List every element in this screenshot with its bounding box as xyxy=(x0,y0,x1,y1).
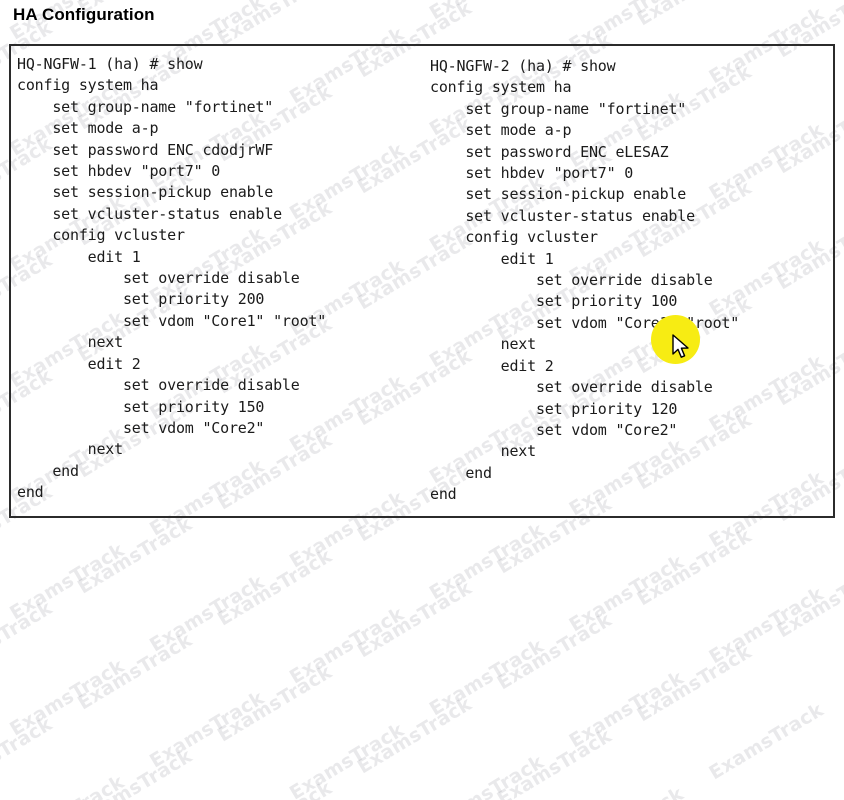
watermark-text: ExamsTrack xyxy=(0,756,137,800)
watermark-text: ExamsTrack xyxy=(6,655,129,741)
cli-line: end xyxy=(17,461,79,480)
watermark-text: ExamsTrack xyxy=(836,19,844,135)
cli-line: next xyxy=(430,442,537,461)
watermark-text: ExamsTrack xyxy=(836,483,844,599)
watermark-text: ExamsTrack xyxy=(425,750,548,800)
cli-line: set override disable xyxy=(17,269,300,288)
cli-line: set password ENC eLESAZ xyxy=(430,142,669,161)
cli-line: set vdom "Core1" "root" xyxy=(430,313,740,332)
cli-line: set mode a-p xyxy=(17,119,159,138)
watermark-text: ExamsTrack xyxy=(565,666,688,753)
watermark-text: ExamsTrack xyxy=(705,698,828,785)
watermark-text: ExamsTrack xyxy=(285,602,408,689)
cli-line: set vcluster-status enable xyxy=(17,204,282,223)
watermark-text: ExamsTrack xyxy=(416,0,557,40)
cli-line: set override disable xyxy=(17,376,300,395)
cli-line: set priority 200 xyxy=(17,290,265,309)
cli-line: set priority 120 xyxy=(430,399,678,418)
watermark-text: ExamsTrack xyxy=(836,367,844,483)
cli-line: edit 2 xyxy=(430,356,554,375)
watermark-text: ExamsTrack xyxy=(836,0,844,20)
watermark-text: ExamsTrack xyxy=(836,251,844,367)
cli-line: edit 1 xyxy=(430,249,554,268)
cli-line: set session-pickup enable xyxy=(430,185,687,204)
watermark-text: ExamsTrack xyxy=(773,556,844,643)
cli-line: next xyxy=(17,333,124,352)
watermark-text: ExamsTrack xyxy=(277,0,418,8)
configuration-frame: HQ-NGFW-1 (ha) # show config system ha se… xyxy=(9,44,835,518)
watermark-text: ExamsTrack xyxy=(0,713,57,799)
cli-line: set override disable xyxy=(430,271,713,290)
cli-panel-hq-ngfw-2: HQ-NGFW-2 (ha) # show config system ha se… xyxy=(422,46,833,516)
cli-line: HQ-NGFW-1 (ha) # show xyxy=(17,55,203,73)
cli-line: end xyxy=(430,485,457,504)
watermark-text: ExamsTrack xyxy=(493,608,616,695)
watermark-text: ExamsTrack xyxy=(484,0,625,14)
cli-line: config vcluster xyxy=(17,226,185,245)
watermark-text: ExamsTrack xyxy=(205,762,346,800)
watermark-text: ExamsTrack xyxy=(493,724,616,800)
watermark-text: ExamsTrack xyxy=(213,544,336,631)
cli-line: set hbdev "port7" 0 xyxy=(17,162,221,181)
watermark-text: ExamsTrack xyxy=(633,524,756,611)
cli-line: set password ENC cdodjrWF xyxy=(17,140,274,159)
cli-line: set vdom "Core2" xyxy=(430,420,678,439)
cli-line: set group-name "fortinet" xyxy=(17,97,274,116)
config-columns: HQ-NGFW-1 (ha) # show config system ha se… xyxy=(11,46,833,516)
watermark-text: ExamsTrack xyxy=(344,794,485,800)
cli-line: set mode a-p xyxy=(430,121,572,140)
cli-line: set group-name "fortinet" xyxy=(430,99,687,118)
page-title: HA Configuration xyxy=(13,5,155,24)
watermark-text: ExamsTrack xyxy=(6,539,129,625)
watermark-text: ExamsTrack xyxy=(425,634,548,721)
watermark-row: ExamsTrackExamsTrackExamsTrackExamsTrack… xyxy=(0,622,844,800)
watermark-text: ExamsTrack xyxy=(146,687,269,773)
cli-line: set session-pickup enable xyxy=(17,183,274,202)
watermark-row: ExamsTrackExamsTrackExamsTrackExamsTrack… xyxy=(0,506,844,800)
watermark-text: ExamsTrack xyxy=(74,745,197,800)
watermark-text: ExamsTrack xyxy=(0,597,57,683)
cli-line: end xyxy=(430,463,492,482)
watermark-text: ExamsTrack xyxy=(425,518,548,605)
watermark-text: ExamsTrack xyxy=(556,768,697,800)
cli-line: next xyxy=(430,335,537,354)
cli-line: edit 2 xyxy=(17,354,141,373)
cli-panel-hq-ngfw-1: HQ-NGFW-1 (ha) # show config system ha se… xyxy=(11,46,422,516)
watermark-text: ExamsTrack xyxy=(285,718,408,800)
cli-line: HQ-NGFW-2 (ha) # show xyxy=(430,57,616,75)
cli-line: set priority 150 xyxy=(17,397,265,416)
cli-line: set hbdev "port7" 0 xyxy=(430,164,634,183)
watermark-text: ExamsTrack xyxy=(836,135,844,251)
cli-line: config system ha xyxy=(430,78,572,97)
cli-line: edit 1 xyxy=(17,247,141,266)
watermark-text: ExamsTrack xyxy=(146,571,269,657)
watermark-text: ExamsTrack xyxy=(705,582,828,669)
watermark-text: ExamsTrack xyxy=(213,660,336,747)
cli-line: set vcluster-status enable xyxy=(430,206,695,225)
watermark-text: ExamsTrack xyxy=(74,629,197,715)
cli-line: set override disable xyxy=(430,378,713,397)
cli-line: set priority 100 xyxy=(430,292,678,311)
watermark-row: ExamsTrackExamsTrackExamsTrackExamsTrack… xyxy=(0,527,844,800)
cli-line: end xyxy=(17,483,44,502)
cli-line: config vcluster xyxy=(430,228,598,247)
watermark-text: ExamsTrack xyxy=(137,788,278,800)
cli-line: set vdom "Core2" xyxy=(17,418,265,437)
watermark-text: ExamsTrack xyxy=(353,576,476,663)
watermark-text: ExamsTrack xyxy=(353,692,476,779)
watermark-text: ExamsTrack xyxy=(836,599,844,715)
watermark-text: ExamsTrack xyxy=(633,640,756,727)
cli-line: next xyxy=(17,440,124,459)
watermark-text: ExamsTrack xyxy=(624,0,765,46)
cli-line: set vdom "Core1" "root" xyxy=(17,311,327,330)
watermark-text: ExamsTrack xyxy=(0,0,65,2)
watermark-text: ExamsTrack xyxy=(565,550,688,637)
cli-line: config system ha xyxy=(17,76,159,95)
